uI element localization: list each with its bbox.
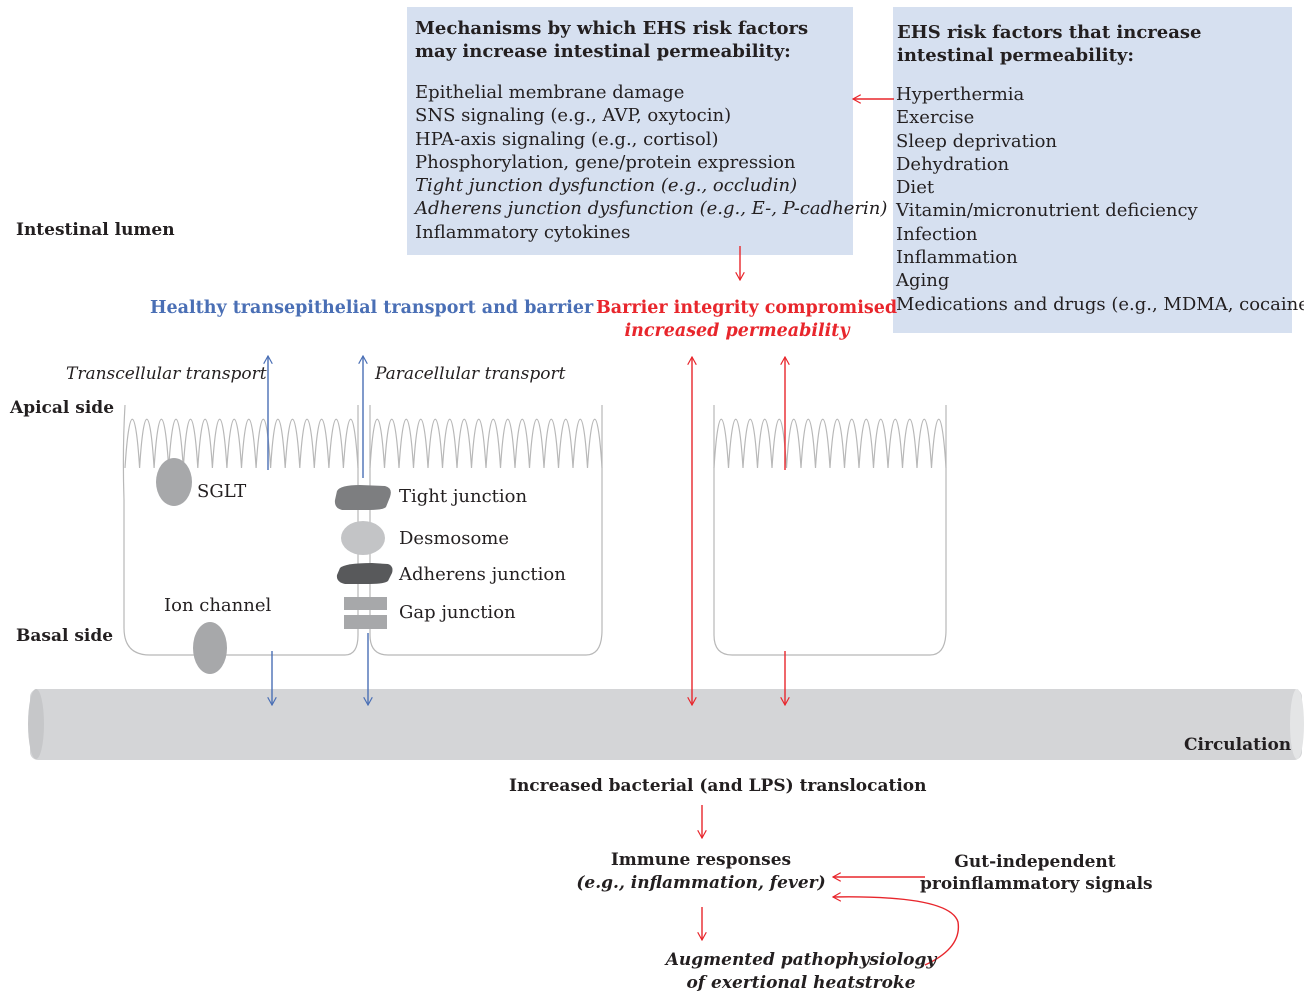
mechanisms-box-title: Mechanisms by which EHS risk factors may… <box>415 18 809 62</box>
translocation-label: Increased bacterial (and LPS) translocat… <box>509 776 927 796</box>
risk-factor-item: Aging <box>896 270 950 292</box>
microvilli-right <box>713 418 947 469</box>
intestinal-lumen-label: Intestinal lumen <box>16 220 175 240</box>
mechanism-item: Adherens junction dysfunction (e.g., E-,… <box>415 198 888 220</box>
mechanism-item: Tight junction dysfunction (e.g., occlud… <box>415 175 798 197</box>
mechanism-item: HPA-axis signaling (e.g., cortisol) <box>415 128 719 150</box>
tight-junction-label: Tight junction <box>399 486 528 507</box>
epithelial-cell-right <box>713 405 947 656</box>
augmented-pathophysiology-line2: of exertional heatstroke <box>686 973 916 993</box>
microvilli-left <box>124 418 359 469</box>
mechanisms-box: Mechanisms by which EHS risk factors may… <box>407 7 887 255</box>
gap-junction-bottom <box>344 615 387 629</box>
apical-side-label: Apical side <box>10 398 115 418</box>
mechanism-item: Inflammatory cytokines <box>415 221 631 243</box>
gap-junction-top <box>344 597 387 610</box>
risk-factors-box: EHS risk factors that increase intestina… <box>893 7 1304 333</box>
compromised-label-line2: increased permeability <box>624 321 850 341</box>
epithelial-cell-left <box>122 404 359 656</box>
immune-responses-example: (e.g., inflammation, fever) <box>576 873 826 893</box>
desmosome-label: Desmosome <box>399 528 510 549</box>
desmosome-shape <box>341 521 385 555</box>
gap-junction-label: Gap junction <box>399 602 516 623</box>
healthy-barrier-label: Healthy transepithelial transport and ba… <box>150 298 594 318</box>
risk-factor-item: Sleep deprivation <box>896 130 1058 152</box>
transcellular-transport-label: Transcellular transport <box>66 364 267 384</box>
basal-side-label: Basal side <box>16 626 114 646</box>
epithelial-cell-middle <box>369 405 603 656</box>
immune-responses-label: Immune responses <box>610 850 792 870</box>
tight-junction-shape <box>334 485 391 510</box>
gut-independent-label-line2: proinflammatory signals <box>920 874 1153 894</box>
feedback-loop-arrow <box>833 897 960 966</box>
paracellular-transport-label: Paracellular transport <box>375 364 566 384</box>
mechanism-item: Epithelial membrane damage <box>415 82 685 103</box>
microvilli-middle <box>369 418 603 469</box>
risk-factor-item: Medications and drugs (e.g., MDMA, cocai… <box>896 293 1304 315</box>
adherens-junction-label: Adherens junction <box>399 564 566 585</box>
circulation-vessel <box>28 689 1304 760</box>
adherens-junction-shape <box>336 563 393 584</box>
risk-factor-item: Inflammation <box>896 247 1018 269</box>
risk-factor-item: Exercise <box>896 107 975 129</box>
sglt-label: SGLT <box>197 481 247 502</box>
mechanism-item: SNS signaling (e.g., AVP, oxytocin) <box>415 105 732 127</box>
risk-factor-item: Dehydration <box>896 153 1010 175</box>
compromised-label-line1: Barrier integrity compromised <box>596 298 898 318</box>
risk-factors-box-title: EHS risk factors that increase intestina… <box>897 22 1202 66</box>
circulation-label: Circulation <box>1184 735 1292 755</box>
ion-channel <box>193 622 227 674</box>
risk-factor-item: Hyperthermia <box>896 84 1025 105</box>
gut-independent-label-line1: Gut-independent <box>954 852 1116 872</box>
sglt-transporter <box>156 458 192 506</box>
augmented-pathophysiology-line1: Augmented pathophysiology <box>665 950 937 970</box>
risk-factor-item: Infection <box>896 223 978 245</box>
risk-factor-item: Diet <box>896 177 935 199</box>
risk-factor-item: Vitamin/micronutrient deficiency <box>896 200 1198 222</box>
ion-channel-label: Ion channel <box>164 595 272 616</box>
mechanism-item: Phosphorylation, gene/protein expression <box>415 151 796 173</box>
